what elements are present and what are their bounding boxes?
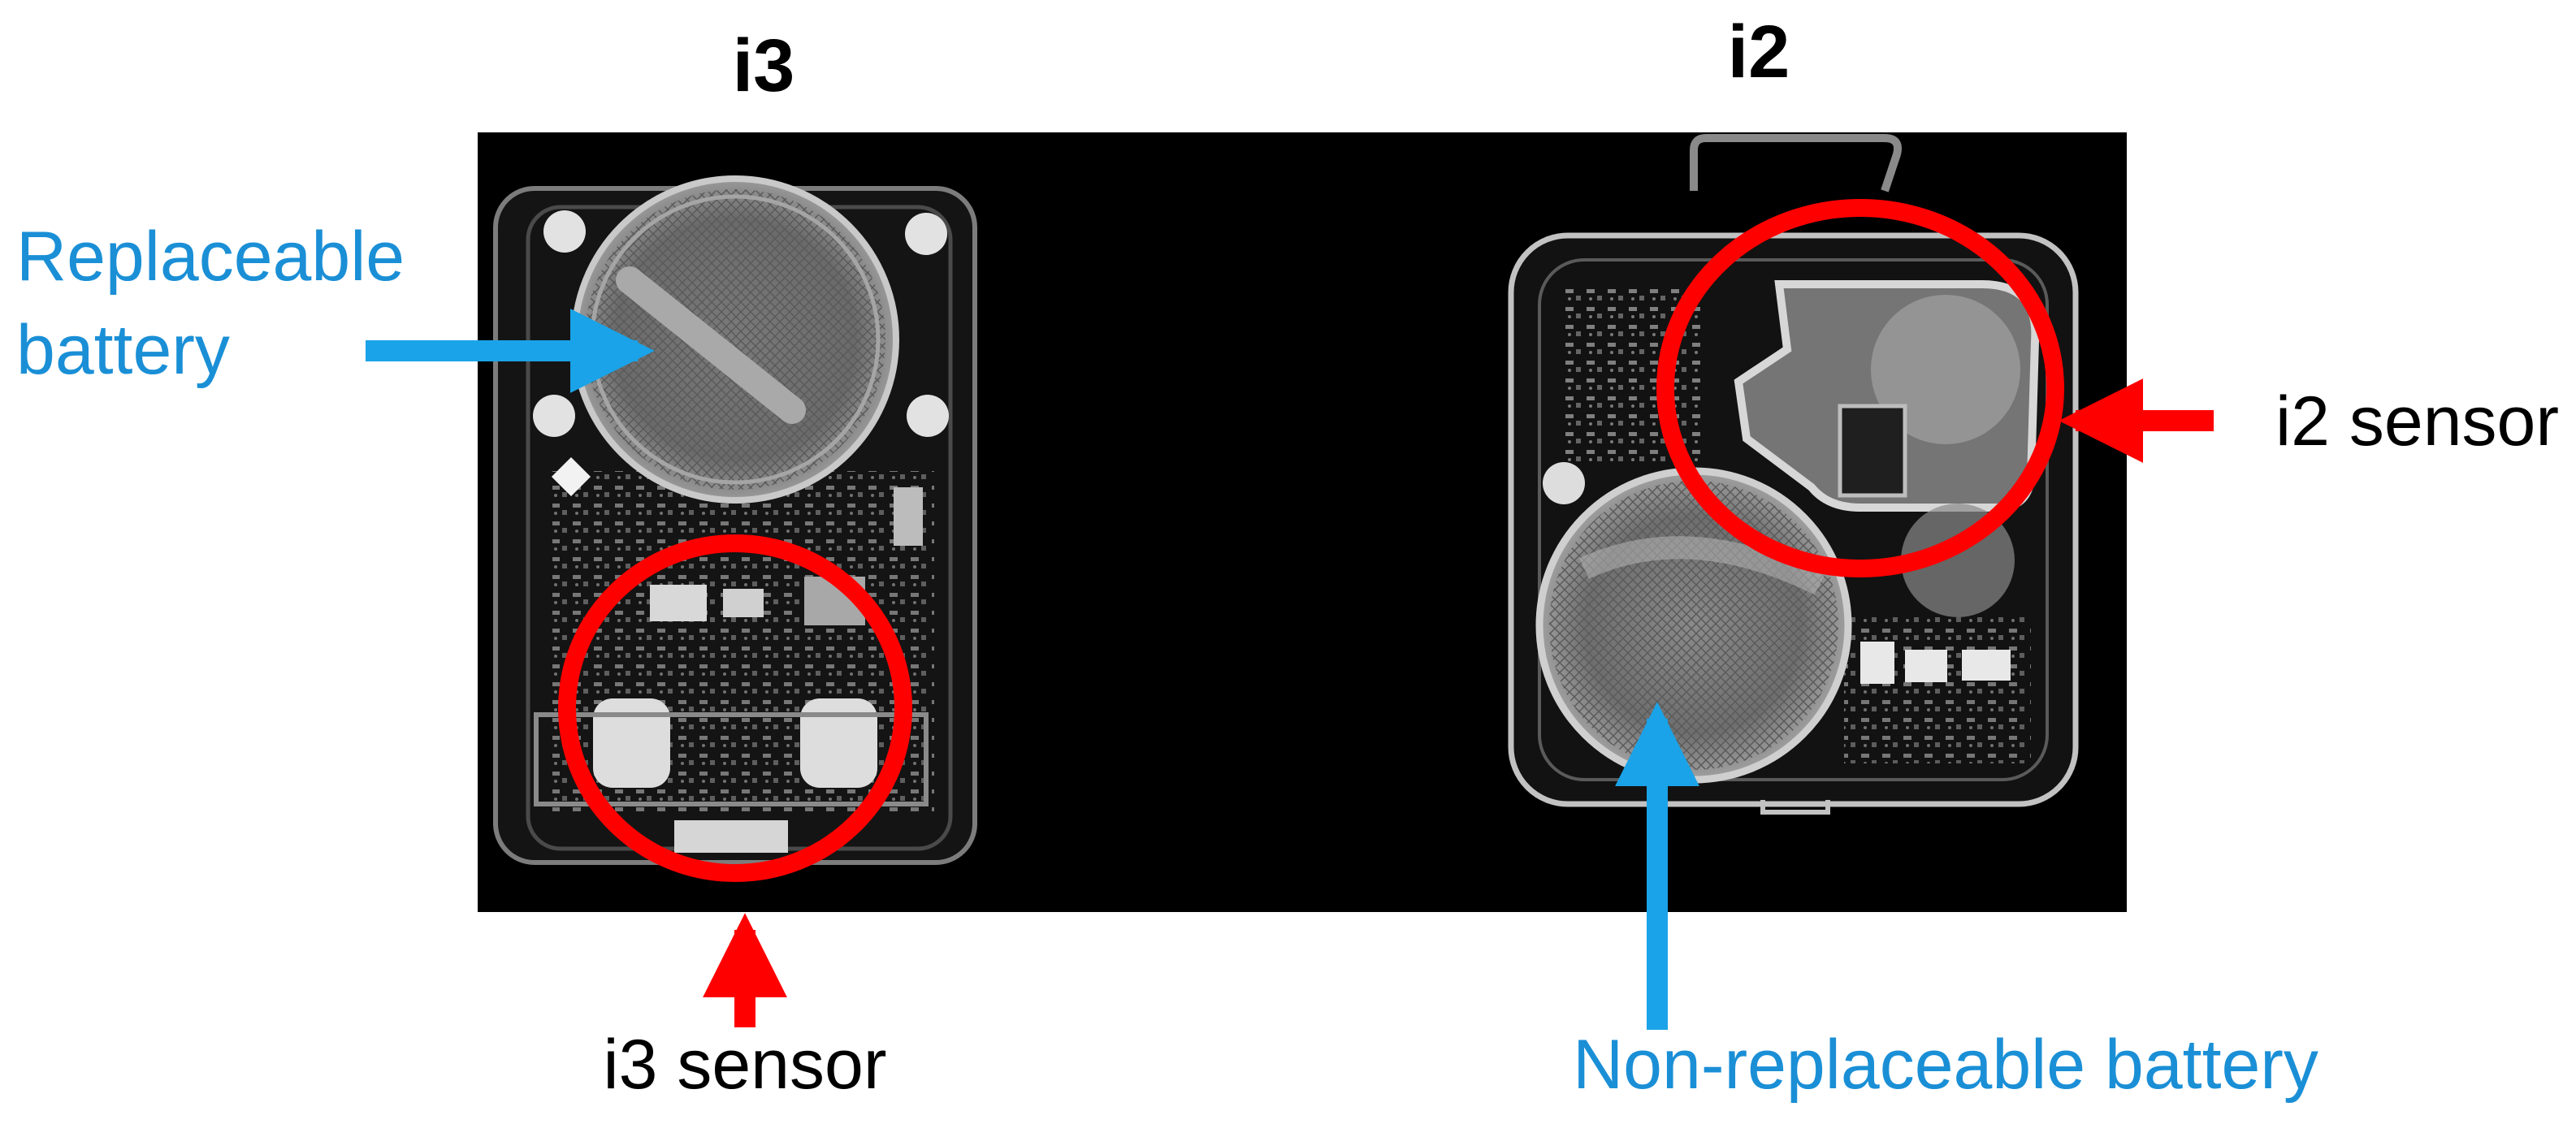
i2-sensor-highlight-circle (1656, 199, 2064, 577)
i2-device-chip (1962, 650, 2011, 681)
label-non-replaceable-battery: Non-replaceable battery (1573, 1026, 2318, 1104)
i2-battery-mesh (1549, 481, 1838, 770)
i3-battery-tab (616, 266, 806, 424)
i2-sensor-lens (1871, 295, 2020, 444)
i2-battery-reflection (1579, 536, 1825, 595)
i3-sensor-pad-right (800, 698, 877, 788)
i2-device-inner-frame (1538, 258, 2049, 781)
i3-battery-mesh (585, 189, 885, 490)
title-i2: i2 (1728, 11, 1790, 93)
label-replaceable-battery-line2: battery (16, 311, 230, 389)
i2-device-screw (1543, 462, 1585, 504)
label-i2-sensor: i2 sensor (2275, 383, 2559, 460)
i2-device-chip (1905, 650, 1947, 682)
i3-device-chip (894, 487, 923, 546)
i3-device-bottom-bracket (534, 712, 929, 806)
i3-device-component (551, 456, 591, 497)
i2-sensor-chip (1838, 404, 1907, 498)
i2-device-bottom-notch (1760, 800, 1830, 815)
xray-image (478, 132, 2127, 912)
label-i3-sensor: i3 sensor (604, 1026, 887, 1104)
i3-device-screw (543, 210, 586, 253)
title-i3: i3 (733, 24, 795, 107)
i2-device-strap-loop (1690, 134, 1902, 192)
i3-sensor-highlight-circle (558, 534, 912, 882)
i3-device-connector (674, 820, 788, 853)
i3-device-screw (533, 395, 575, 437)
i3-device-screw (907, 395, 949, 437)
i3-device-chip (723, 589, 764, 617)
label-replaceable-battery-line1: Replaceable (16, 218, 405, 296)
i2-device-chip (1860, 642, 1894, 684)
i3-sensor-pad-left (593, 698, 670, 788)
i2-device-circuit-board (1844, 617, 2031, 763)
i2-device-xray (1508, 134, 2079, 815)
i3-device-xray (493, 175, 977, 865)
i3-device-screw (905, 213, 947, 255)
i3-device-chip (650, 585, 707, 621)
